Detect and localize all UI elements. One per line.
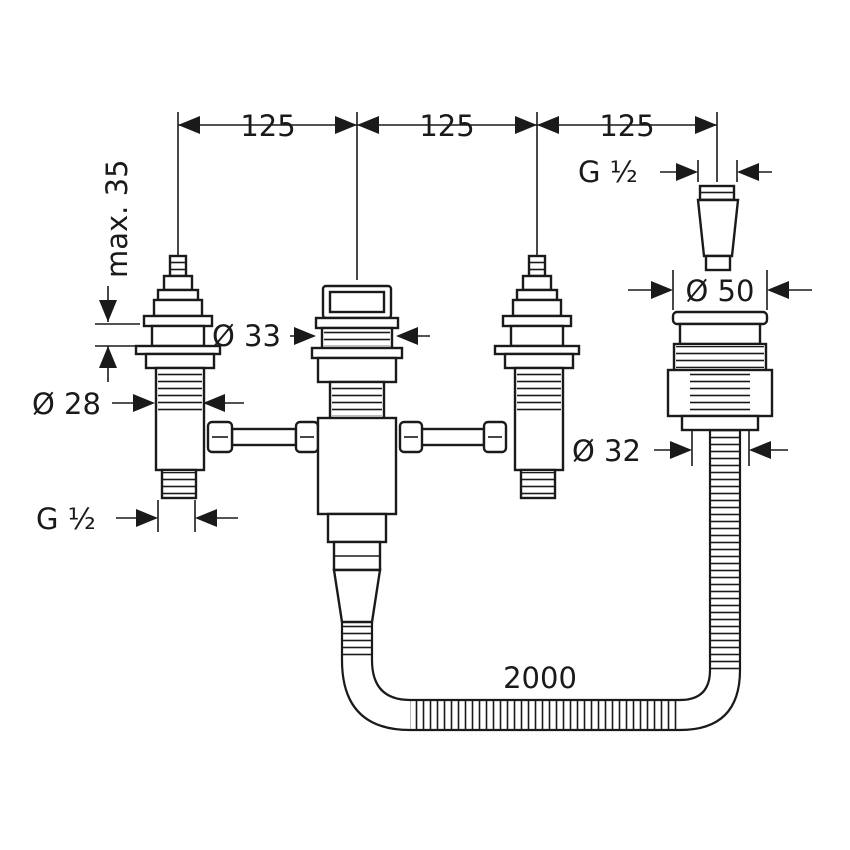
dimension-hose-length-label: 2000 bbox=[503, 661, 577, 695]
dimension-diameter-50-label: Ø 50 bbox=[686, 274, 755, 308]
dimension-thread-left bbox=[116, 500, 238, 532]
dimension-diameter-50 bbox=[628, 270, 812, 310]
dimension-diameter-33 bbox=[290, 327, 430, 345]
central-mixer bbox=[310, 284, 404, 624]
dimension-max-35 bbox=[95, 286, 140, 382]
dimension-diameter-28-label: Ø 28 bbox=[32, 387, 101, 421]
dimension-chain-top bbox=[177, 112, 718, 280]
dimension-125-middle: 125 bbox=[419, 109, 474, 143]
dimension-diameter-28 bbox=[112, 394, 244, 412]
dimension-thread-right bbox=[660, 160, 772, 182]
dimension-diameter-32-label: Ø 32 bbox=[572, 434, 641, 468]
dimension-125-right: 125 bbox=[599, 109, 654, 143]
hose bbox=[340, 430, 742, 732]
dimension-diameter-33-label: Ø 33 bbox=[212, 319, 281, 353]
dimension-thread-right-label: G ½ bbox=[578, 155, 638, 189]
handshower-fitting bbox=[666, 184, 774, 432]
dimension-thread-left-label: G ½ bbox=[36, 502, 96, 536]
left-valve bbox=[134, 254, 222, 500]
right-valve bbox=[493, 254, 581, 500]
dimension-125-left: 125 bbox=[240, 109, 295, 143]
connecting-pipes bbox=[206, 420, 508, 454]
dimension-max-35-label: max. 35 bbox=[100, 159, 134, 278]
dimension-diameter-32 bbox=[654, 430, 788, 466]
